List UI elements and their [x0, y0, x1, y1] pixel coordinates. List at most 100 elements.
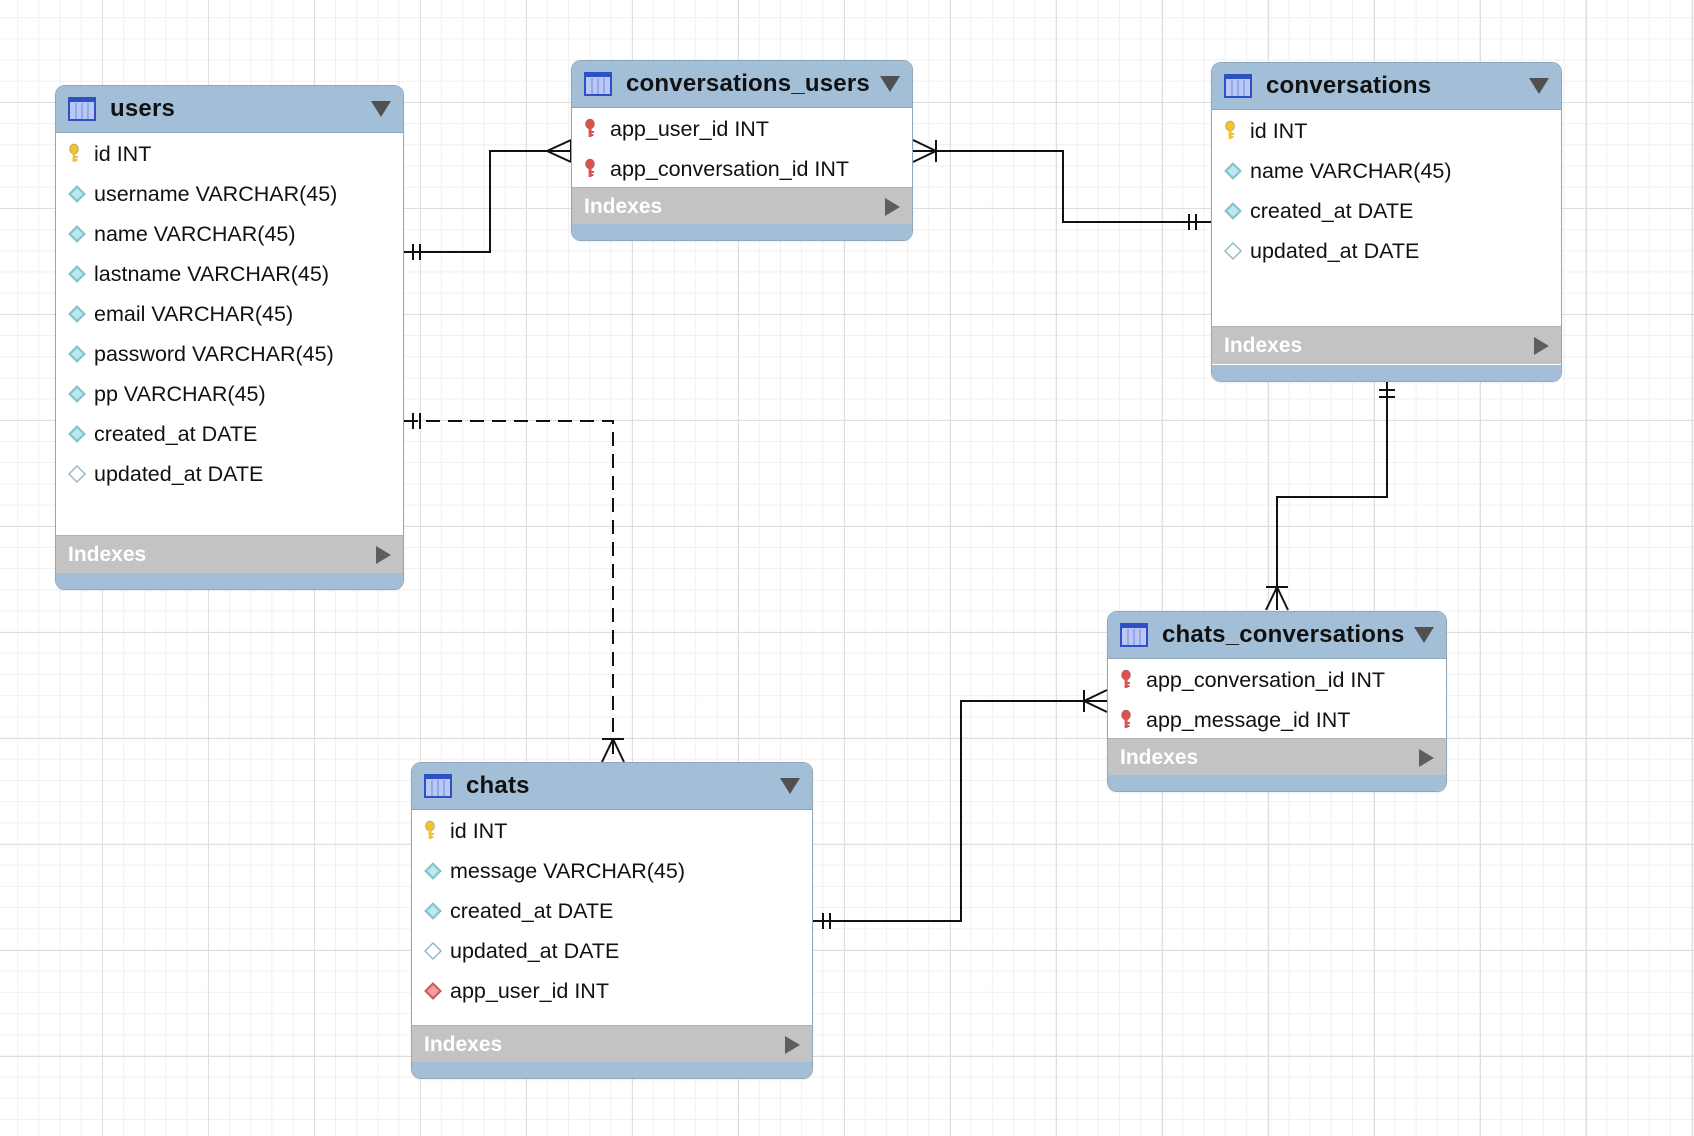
- table-chats[interactable]: chats id INT message VARCHAR(45) created_a…: [411, 762, 813, 1079]
- table-header[interactable]: conversations_users: [572, 61, 912, 108]
- column-label: id INT: [450, 818, 508, 843]
- table-footer: [1212, 365, 1561, 381]
- column-row[interactable]: app_conversation_id INT: [1108, 660, 1446, 700]
- column-row[interactable]: name VARCHAR(45): [56, 214, 403, 254]
- relationship-users-conversations-users[interactable]: [404, 139, 572, 260]
- column-list: app_conversation_id INT app_message_id IN…: [1108, 659, 1446, 740]
- column-row[interactable]: username VARCHAR(45): [56, 174, 403, 214]
- foreign-key-icon: [585, 118, 595, 137]
- expand-arrow-icon[interactable]: [785, 1035, 800, 1054]
- column-row[interactable]: message VARCHAR(45): [412, 851, 812, 891]
- column-label: id INT: [1250, 118, 1308, 143]
- column-row[interactable]: password VARCHAR(45): [56, 334, 403, 374]
- indexes-label: Indexes: [1224, 333, 1303, 357]
- table-footer: [572, 224, 912, 240]
- collapse-arrow-icon[interactable]: [1529, 78, 1549, 94]
- column-row[interactable]: id INT: [1212, 111, 1561, 151]
- column-filled-icon: [68, 305, 86, 323]
- table-name: users: [110, 95, 176, 122]
- column-label: pp VARCHAR(45): [94, 381, 266, 406]
- column-row[interactable]: created_at DATE: [1212, 191, 1561, 231]
- column-label: name VARCHAR(45): [1250, 158, 1452, 183]
- primary-key-icon: [1225, 120, 1235, 139]
- column-row[interactable]: app_user_id INT: [572, 109, 912, 149]
- column-filled-icon: [68, 345, 86, 363]
- table-footer: [1108, 775, 1446, 791]
- column-label: updated_at DATE: [450, 938, 620, 963]
- column-label: app_conversation_id INT: [1146, 667, 1386, 692]
- table-header[interactable]: chats_conversations: [1108, 612, 1446, 659]
- column-label: username VARCHAR(45): [94, 181, 338, 206]
- collapse-arrow-icon[interactable]: [780, 778, 800, 794]
- table-icon: [584, 72, 612, 96]
- column-row[interactable]: email VARCHAR(45): [56, 294, 403, 334]
- collapse-arrow-icon[interactable]: [371, 101, 391, 117]
- column-row[interactable]: id INT: [56, 134, 403, 174]
- column-row[interactable]: app_message_id INT: [1108, 700, 1446, 740]
- indexes-section[interactable]: Indexes: [56, 535, 403, 573]
- column-label: name VARCHAR(45): [94, 221, 296, 246]
- column-row[interactable]: name VARCHAR(45): [1212, 151, 1561, 191]
- column-filled-icon: [424, 902, 442, 920]
- relationship-users-chats[interactable]: [404, 413, 625, 763]
- indexes-section[interactable]: Indexes: [1108, 738, 1446, 776]
- expand-arrow-icon[interactable]: [1419, 748, 1434, 767]
- table-icon: [68, 97, 96, 121]
- relationship-conversations-chats-conversations[interactable]: [1265, 382, 1395, 611]
- table-name: conversations: [1266, 72, 1432, 99]
- column-row[interactable]: app_user_id INT: [412, 971, 812, 1011]
- indexes-section[interactable]: Indexes: [412, 1025, 812, 1063]
- column-row[interactable]: updated_at DATE: [56, 454, 403, 494]
- column-label: updated_at DATE: [94, 461, 264, 486]
- collapse-arrow-icon[interactable]: [1414, 627, 1434, 643]
- column-label: app_user_id INT: [450, 978, 609, 1003]
- table-conversations[interactable]: conversations id INT name VARCHAR(45) crea…: [1211, 62, 1562, 382]
- indexes-label: Indexes: [1120, 745, 1199, 769]
- table-header[interactable]: chats: [412, 763, 812, 810]
- table-footer: [412, 1062, 812, 1078]
- column-row[interactable]: created_at DATE: [412, 891, 812, 931]
- expand-arrow-icon[interactable]: [885, 197, 900, 216]
- indexes-label: Indexes: [424, 1032, 503, 1056]
- column-empty-icon: [1224, 242, 1242, 260]
- relationship-chats-chats-conversations[interactable]: [813, 689, 1108, 929]
- collapse-arrow-icon[interactable]: [880, 76, 900, 92]
- table-icon: [1224, 74, 1252, 98]
- table-name: chats: [466, 772, 530, 799]
- column-label: updated_at DATE: [1250, 238, 1420, 263]
- table-users[interactable]: users id INT username VARCHAR(45) name VAR…: [55, 85, 404, 590]
- column-label: lastname VARCHAR(45): [94, 261, 329, 286]
- foreign-key-column-icon: [424, 982, 442, 1000]
- column-row[interactable]: created_at DATE: [56, 414, 403, 454]
- column-row[interactable]: pp VARCHAR(45): [56, 374, 403, 414]
- table-name: chats_conversations: [1162, 621, 1405, 648]
- column-row[interactable]: id INT: [412, 811, 812, 851]
- expand-arrow-icon[interactable]: [376, 545, 391, 564]
- table-header[interactable]: conversations: [1212, 63, 1561, 110]
- column-label: message VARCHAR(45): [450, 858, 685, 883]
- column-row[interactable]: lastname VARCHAR(45): [56, 254, 403, 294]
- column-filled-icon: [424, 862, 442, 880]
- table-icon: [1120, 623, 1148, 647]
- column-filled-icon: [68, 385, 86, 403]
- table-header[interactable]: users: [56, 86, 403, 133]
- column-label: created_at DATE: [94, 421, 258, 446]
- relationship-conversations-conversations-users[interactable]: [912, 139, 1211, 230]
- column-label: app_message_id INT: [1146, 707, 1351, 732]
- table-chats-conversations[interactable]: chats_conversations app_conversation_id …: [1107, 611, 1447, 792]
- column-row[interactable]: updated_at DATE: [412, 931, 812, 971]
- column-filled-icon: [68, 185, 86, 203]
- primary-key-icon: [425, 820, 435, 839]
- column-list: id INT username VARCHAR(45) name VARCHAR(4…: [56, 133, 403, 494]
- indexes-section[interactable]: Indexes: [572, 187, 912, 225]
- indexes-section[interactable]: Indexes: [1212, 326, 1561, 364]
- column-row[interactable]: app_conversation_id INT: [572, 149, 912, 189]
- foreign-key-icon: [585, 158, 595, 177]
- column-row[interactable]: updated_at DATE: [1212, 231, 1561, 271]
- column-empty-icon: [424, 942, 442, 960]
- foreign-key-icon: [1121, 709, 1131, 728]
- foreign-key-icon: [1121, 669, 1131, 688]
- expand-arrow-icon[interactable]: [1534, 336, 1549, 355]
